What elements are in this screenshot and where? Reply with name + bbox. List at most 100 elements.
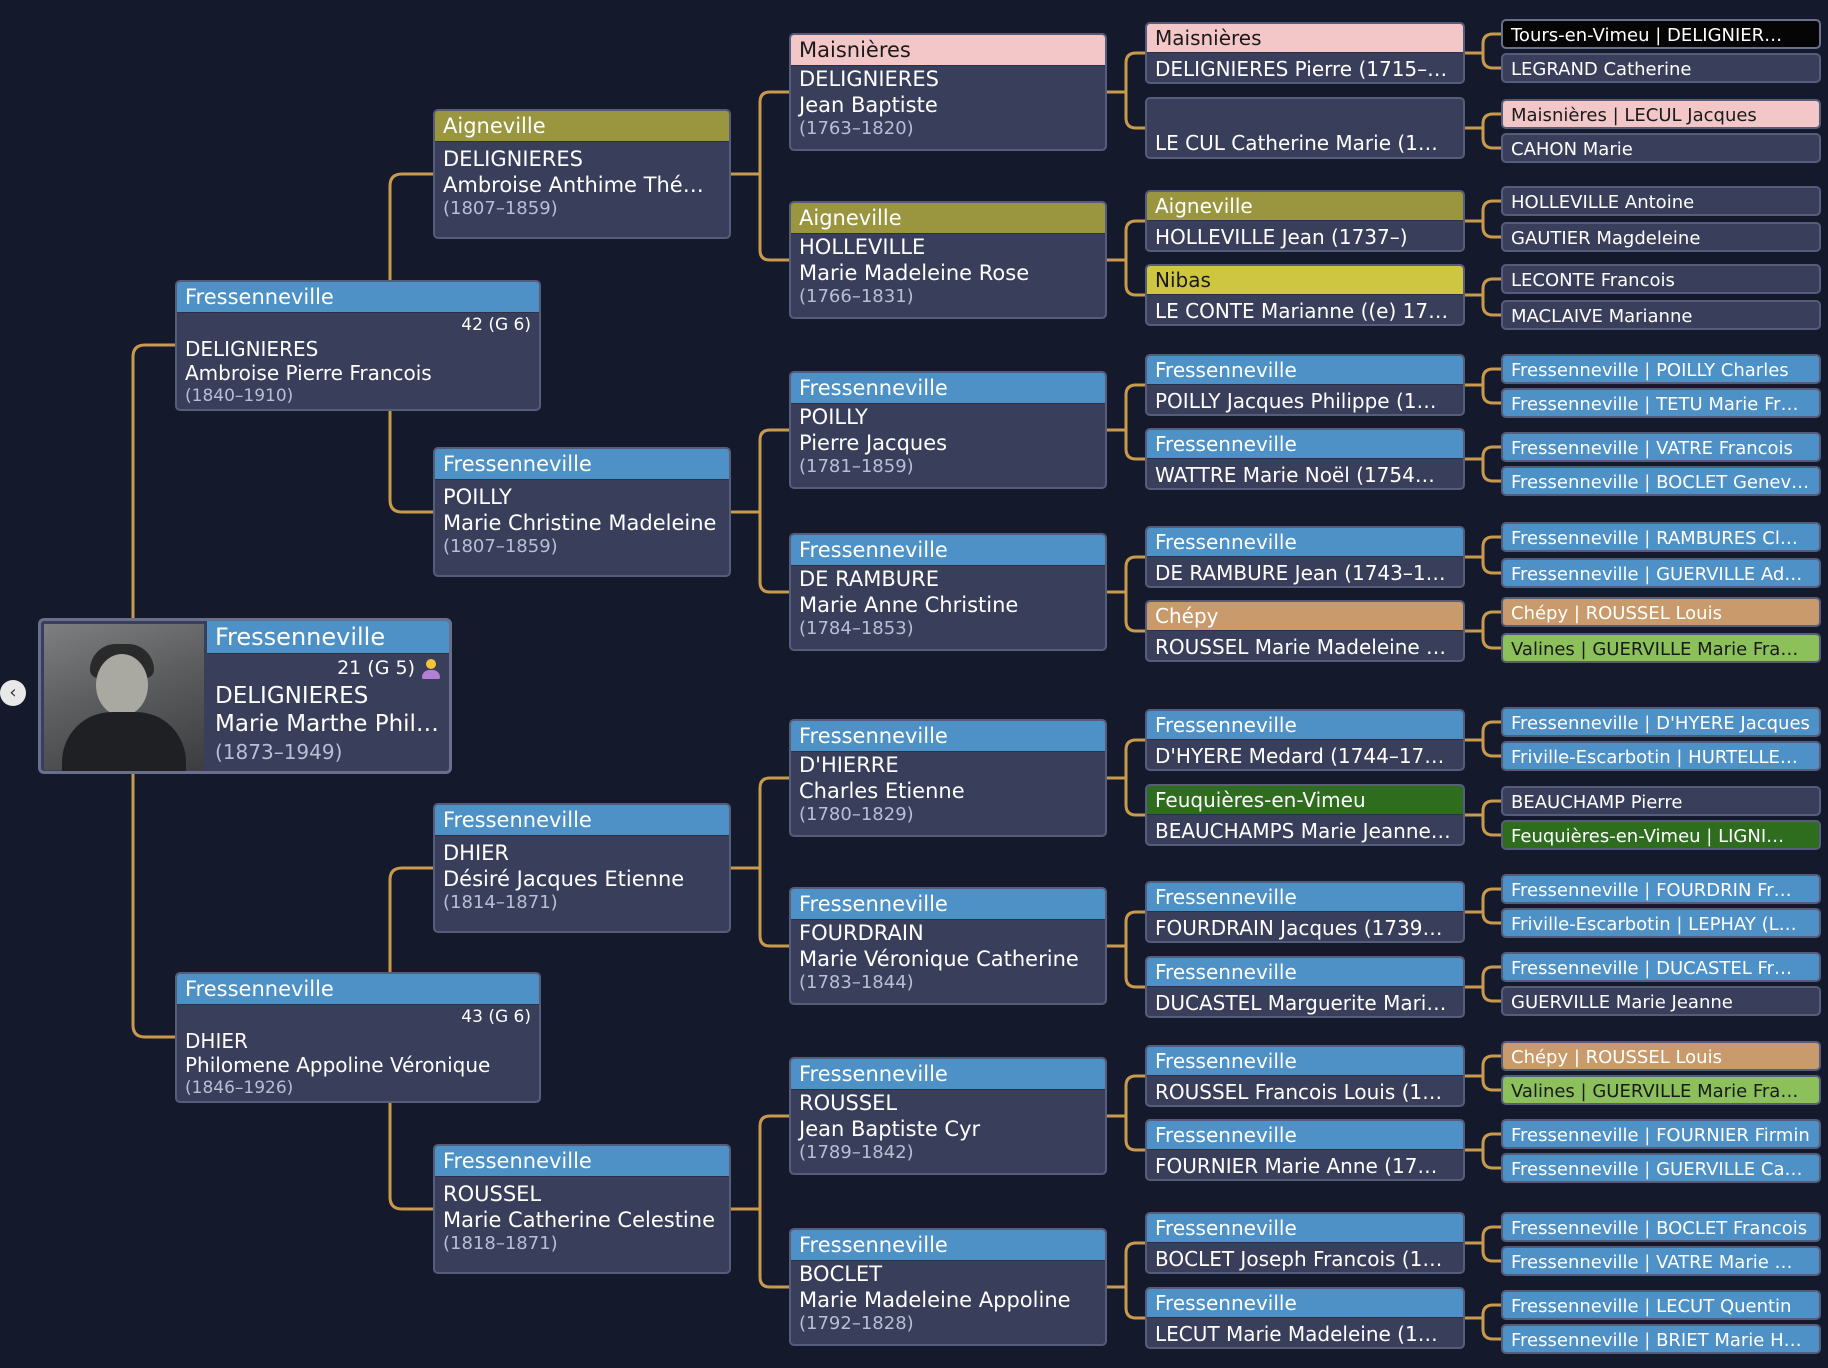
person-name: LE CUL Catherine Marie (1… xyxy=(1155,131,1438,155)
life-dates: (1789–1842) xyxy=(799,1142,914,1163)
place-badge: Fressenneville xyxy=(791,889,1105,920)
life-dates: (1840–1910) xyxy=(185,386,294,406)
person-gen6[interactable]: Fressenneville | BRIET Marie H… xyxy=(1501,1324,1821,1354)
person-gen6[interactable]: Chépy | ROUSSEL Louis xyxy=(1501,597,1821,627)
surname: DELIGNIERES xyxy=(799,67,939,91)
person-gen6[interactable]: Fressenneville | FOURDRIN Fr… xyxy=(1501,874,1821,904)
person-gen6[interactable]: Feuquières-en-Vimeu | LIGNI… xyxy=(1501,820,1821,850)
person-gen6[interactable]: Fressenneville | VATRE Francois xyxy=(1501,432,1821,462)
person-gen6[interactable]: Valines | GUERVILLE Marie Fra… xyxy=(1501,633,1821,663)
person-gen6[interactable]: Fressenneville | VATRE Marie … xyxy=(1501,1246,1821,1276)
person-gen6[interactable]: BEAUCHAMP Pierre xyxy=(1501,786,1821,816)
surname: ROUSSEL xyxy=(799,1091,898,1115)
person-name: DUCASTEL Marguerite Mari… xyxy=(1155,991,1447,1015)
surname: DHIER xyxy=(443,841,510,865)
place-badge: Aigneville xyxy=(791,203,1105,234)
person-gen6[interactable]: LEGRAND Catherine xyxy=(1501,53,1821,83)
person-gen6[interactable]: Fressenneville | BOCLET Genev… xyxy=(1501,466,1821,496)
person-gen6[interactable]: Chépy | ROUSSEL Louis xyxy=(1501,1041,1821,1071)
ancestor-label: Valines | GUERVILLE Marie Fra… xyxy=(1511,1081,1799,1102)
person-gen6[interactable]: Valines | GUERVILLE Marie Fra… xyxy=(1501,1075,1821,1105)
person-gen6[interactable]: CAHON Marie xyxy=(1501,133,1821,163)
ancestor-label: Fressenneville | POILLY Charles xyxy=(1511,360,1789,381)
place-badge: Chépy xyxy=(1147,602,1463,631)
person-mother[interactable]: Fressenneville 43 (G 6) DHIER Philomene … xyxy=(175,972,541,1103)
given-names: Marie Christine Madeleine xyxy=(443,511,717,535)
connector-gen4 xyxy=(1107,738,1145,817)
person-gen6[interactable]: MACLAIVE Marianne xyxy=(1501,300,1821,330)
given-names: Marie Marthe Phil… xyxy=(215,711,439,737)
person-gen6[interactable]: Fressenneville | DUCASTEL Fr… xyxy=(1501,952,1821,982)
person-gen6[interactable]: Friville-Escarbotin | HURTELLE… xyxy=(1501,741,1821,771)
person-gen6[interactable]: Fressenneville | D'HYERE Jacques xyxy=(1501,707,1821,737)
ancestor-label: Chépy | ROUSSEL Louis xyxy=(1511,603,1722,624)
connector-gen4 xyxy=(1107,383,1145,461)
ancestor-label: Fressenneville | FOURDRIN Fr… xyxy=(1511,880,1792,901)
person-gen6[interactable]: Fressenneville | BOCLET Francois xyxy=(1501,1212,1821,1242)
life-dates: (1780–1829) xyxy=(799,804,914,825)
person-gen6[interactable]: GUERVILLE Marie Jeanne xyxy=(1501,986,1821,1016)
person-gen6[interactable]: Fressenneville | RAMBURES Cl… xyxy=(1501,522,1821,552)
person-gen6[interactable]: Maisnières | LECUL Jacques xyxy=(1501,99,1821,129)
person-gen6[interactable]: Fressenneville | LECUT Quentin xyxy=(1501,1290,1821,1320)
life-dates: (1763–1820) xyxy=(799,118,914,139)
surname: ROUSSEL xyxy=(443,1182,542,1206)
person-father[interactable]: Fressenneville 42 (G 6) DELIGNIERES Ambr… xyxy=(175,280,541,411)
place-badge: Maisnières xyxy=(791,35,1105,66)
person-gen6[interactable]: Friville-Escarbotin | LEPHAY (L… xyxy=(1501,908,1821,938)
ancestor-label: Fressenneville | D'HYERE Jacques xyxy=(1511,713,1810,734)
place-badge: Aigneville xyxy=(1147,192,1463,221)
person-name: ROUSSEL Marie Madeleine … xyxy=(1155,635,1447,659)
person-gen6[interactable]: Fressenneville | FOURNIER Firmin xyxy=(1501,1119,1821,1149)
life-dates: (1766–1831) xyxy=(799,286,914,307)
person-gen6[interactable]: Fressenneville | GUERVILLE Ad… xyxy=(1501,558,1821,588)
connector-root xyxy=(131,343,175,1039)
person-root[interactable]: Fressenneville 21 (G 5) DELIGNIERES Mari… xyxy=(38,618,452,774)
life-dates: (1818–1871) xyxy=(443,1233,558,1254)
ancestor-label: GAUTIER Magdeleine xyxy=(1511,228,1701,249)
person-gen6[interactable]: Tours-en-Vimeu | DELIGNIER… xyxy=(1501,19,1821,49)
person-gen6[interactable]: Fressenneville | POILLY Charles xyxy=(1501,354,1821,384)
ancestor-label: Fressenneville | LECUT Quentin xyxy=(1511,1296,1792,1317)
person-gen6[interactable]: Fressenneville | GUERVILLE Ca… xyxy=(1501,1153,1821,1183)
connector-gen3 xyxy=(731,776,789,948)
person-gen6[interactable]: GAUTIER Magdeleine xyxy=(1501,222,1821,252)
person-gen6[interactable]: HOLLEVILLE Antoine xyxy=(1501,186,1821,216)
person-name: LE CONTE Marianne ((e) 17… xyxy=(1155,299,1449,323)
person-gen6[interactable]: LECONTE Francois xyxy=(1501,264,1821,294)
person-gen5[interactable]: LE CUL Catherine Marie (1… xyxy=(1145,97,1465,159)
connector-gen5 xyxy=(1465,720,1501,758)
person-name: BOCLET Joseph Francois (1… xyxy=(1155,1247,1443,1271)
connector-gen5 xyxy=(1465,1225,1501,1263)
person-gen6[interactable]: Fressenneville | TETU Marie Fr… xyxy=(1501,388,1821,418)
given-names: Marie Anne Christine xyxy=(799,593,1019,617)
collapse-left-icon[interactable]: ‹ xyxy=(0,680,26,706)
